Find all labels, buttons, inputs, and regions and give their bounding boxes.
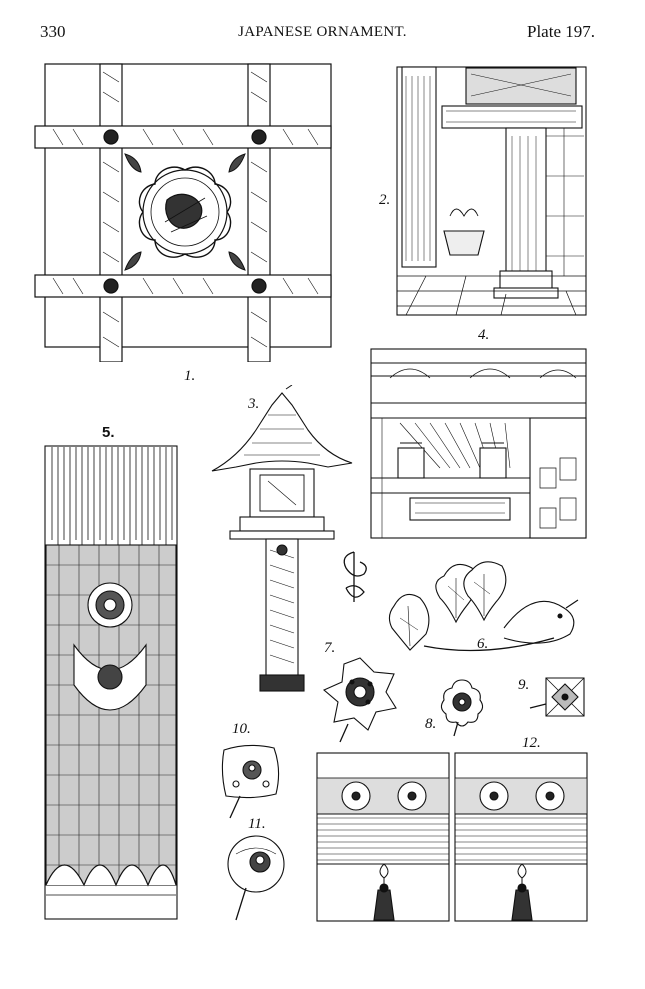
hook-ornament — [336, 548, 372, 606]
figure-10-number: 10. — [232, 721, 251, 737]
figure-9-square-cover — [528, 674, 588, 724]
figure-7-nail-cover — [320, 654, 400, 744]
figure-11-number: 11. — [248, 816, 266, 832]
figure-1-ceiling-lattice — [33, 62, 333, 362]
figure-7-number: 7. — [324, 640, 336, 656]
figure-10-cushion-cover — [218, 740, 284, 820]
figure-6-number: 6. — [477, 636, 489, 652]
plate-label: Plate 197. — [527, 22, 595, 41]
figure-5-number: 5. — [102, 424, 115, 441]
figure-1-number: 1. — [184, 368, 196, 384]
figure-3-lantern — [208, 385, 356, 695]
page-number: 330 — [40, 22, 66, 41]
figure-4-gate-bracketing — [370, 348, 587, 539]
figure-9-number: 9. — [518, 677, 530, 693]
figure-8-number: 8. — [425, 716, 437, 732]
figure-4-number: 4. — [478, 327, 490, 343]
figure-2-number: 2. — [379, 192, 391, 208]
figure-2-temple-interior — [396, 66, 587, 316]
figure-12-number: 12. — [522, 735, 541, 751]
figure-3-number: 3. — [248, 396, 260, 412]
figure-12-blind-panels — [316, 752, 588, 922]
running-title: JAPANESE ORNAMENT. — [238, 24, 407, 40]
figure-5-textile-panel — [44, 445, 178, 920]
figure-11-round-cover — [222, 834, 286, 924]
figure-6-lotus-ornament — [384, 558, 584, 668]
figure-8-rosette — [436, 676, 488, 738]
